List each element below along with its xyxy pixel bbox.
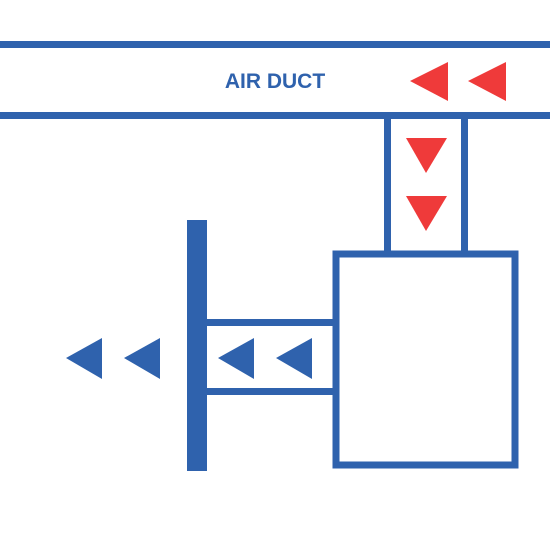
unit-box — [332, 250, 519, 469]
air-duct-top-wall — [0, 41, 550, 48]
duct-arrow-2-icon — [468, 62, 506, 101]
wall-bar — [187, 220, 207, 471]
exhaust-channel-top-wall — [204, 319, 336, 326]
channel-arrow-1-icon — [218, 338, 254, 379]
riser-right-wall — [461, 117, 468, 257]
outside-arrow-1-icon — [66, 338, 102, 379]
exhaust-channel-bottom-wall — [204, 388, 336, 395]
channel-arrow-2-icon — [276, 338, 312, 379]
air-duct-label: AIR DUCT — [225, 70, 325, 93]
riser-left-wall — [384, 117, 391, 257]
air-duct-bottom-wall — [0, 112, 550, 119]
riser-arrow-2-icon — [406, 196, 447, 231]
duct-arrow-1-icon — [410, 62, 448, 101]
riser-arrow-1-icon — [406, 138, 447, 173]
outside-arrow-2-icon — [124, 338, 160, 379]
